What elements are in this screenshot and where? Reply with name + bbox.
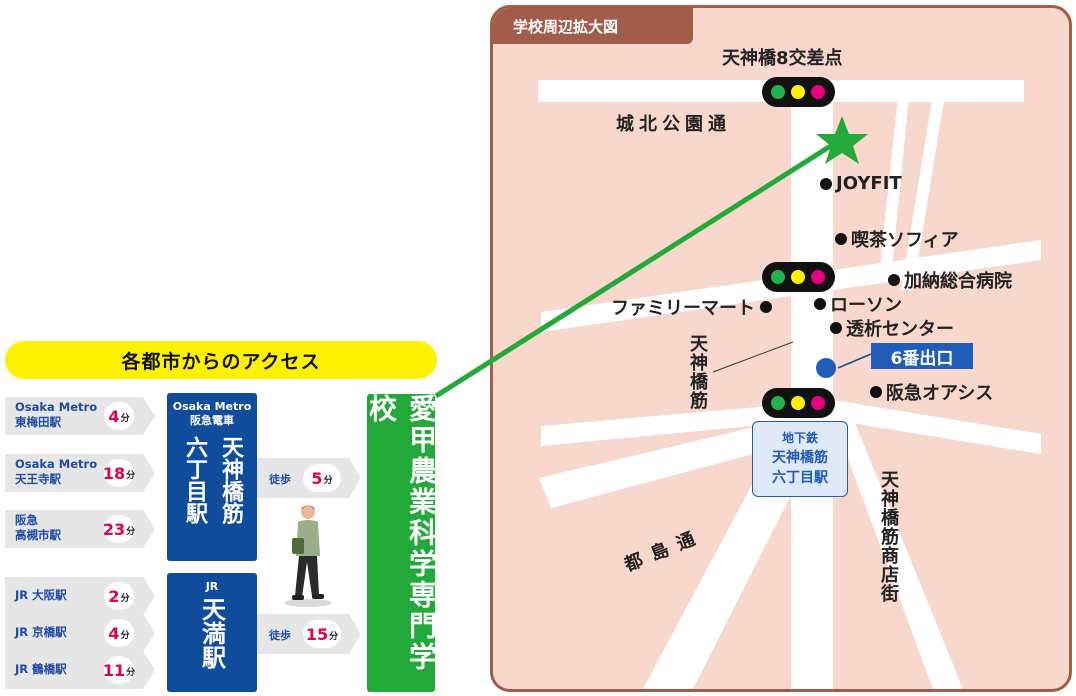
hub-name: 六丁目駅 bbox=[182, 436, 207, 524]
traffic-signal-icon bbox=[762, 262, 835, 292]
route-station: 鶴橋駅 bbox=[32, 662, 67, 676]
exit-dot-icon bbox=[816, 358, 836, 378]
exit-label: 6番出口 bbox=[871, 343, 973, 369]
area-map: 学校周辺拡大図 天神橋8交差点 城北公園通 JOYFIT 喫茶ソフィア 加納総合… bbox=[490, 5, 1072, 692]
poi-joyfit: JOYFIT bbox=[820, 173, 902, 194]
school-star-icon bbox=[816, 116, 868, 164]
poi-dot-icon bbox=[888, 274, 900, 286]
walk-label: 徒歩 bbox=[269, 473, 291, 486]
access-title: 各都市からのアクセス bbox=[5, 341, 437, 379]
route-station: 天王寺駅 bbox=[15, 472, 61, 486]
traffic-signal-icon bbox=[762, 77, 835, 107]
road-label-tenjinbashi: 天神橋筋 bbox=[687, 334, 708, 410]
poi-cafe: 喫茶ソフィア bbox=[835, 226, 959, 252]
route-line: JR bbox=[15, 588, 29, 602]
hub-name: 天満駅 bbox=[197, 597, 226, 669]
hub-name: 天神橋筋 bbox=[218, 436, 243, 524]
poi-dot-icon bbox=[760, 301, 772, 313]
route-line: JR bbox=[15, 662, 29, 676]
traffic-signal-icon bbox=[762, 388, 835, 418]
hub-lines: Osaka Metro bbox=[172, 400, 252, 413]
map-tag: 学校周辺拡大図 bbox=[493, 8, 693, 44]
poi-dot-icon bbox=[835, 233, 847, 245]
intersection-label: 天神橋8交差点 bbox=[722, 48, 843, 69]
route-station: 高槻市駅 bbox=[15, 528, 61, 542]
walking-person-illustration bbox=[284, 505, 332, 607]
hub-station-temma: JR 天満駅 bbox=[167, 573, 257, 692]
poi-dot-icon bbox=[830, 322, 842, 334]
poi-hospital: 加納総合病院 bbox=[888, 267, 1012, 293]
walk-label: 徒歩 bbox=[269, 629, 291, 642]
school-name: 愛甲農業科学専門学校 bbox=[365, 394, 438, 692]
route-station: 東梅田駅 bbox=[15, 415, 61, 429]
hub-lines: JR bbox=[205, 580, 219, 593]
poi-lawson: ローソン bbox=[814, 291, 902, 317]
poi-oasis: 阪急オアシス bbox=[870, 379, 993, 405]
poi-familymart: ファミリーマート bbox=[611, 294, 772, 320]
poi-dialysis: 透析センター bbox=[830, 315, 954, 341]
route-line: Osaka Metro bbox=[15, 457, 98, 471]
poi-dot-icon bbox=[820, 177, 832, 190]
subway-station-box: 地下鉄 天神橋筋 六丁目駅 bbox=[752, 421, 848, 497]
route-station: 大阪駅 bbox=[32, 588, 67, 602]
poi-dot-icon bbox=[870, 386, 882, 398]
arcade-label: 天神橋筋商店街 bbox=[878, 470, 899, 603]
route-line: Osaka Metro bbox=[15, 400, 98, 414]
route-line: 阪急 bbox=[15, 513, 38, 527]
hub-lines: 阪急電車 bbox=[190, 414, 234, 427]
route-station: 京橋駅 bbox=[32, 625, 67, 639]
poi-dot-icon bbox=[814, 298, 826, 310]
road-label-north: 城北公園通 bbox=[616, 114, 731, 135]
hub-station-tenjinbashisuji: Osaka Metro 阪急電車 天神橋筋 六丁目駅 bbox=[167, 393, 257, 561]
route-line: JR bbox=[15, 625, 29, 639]
